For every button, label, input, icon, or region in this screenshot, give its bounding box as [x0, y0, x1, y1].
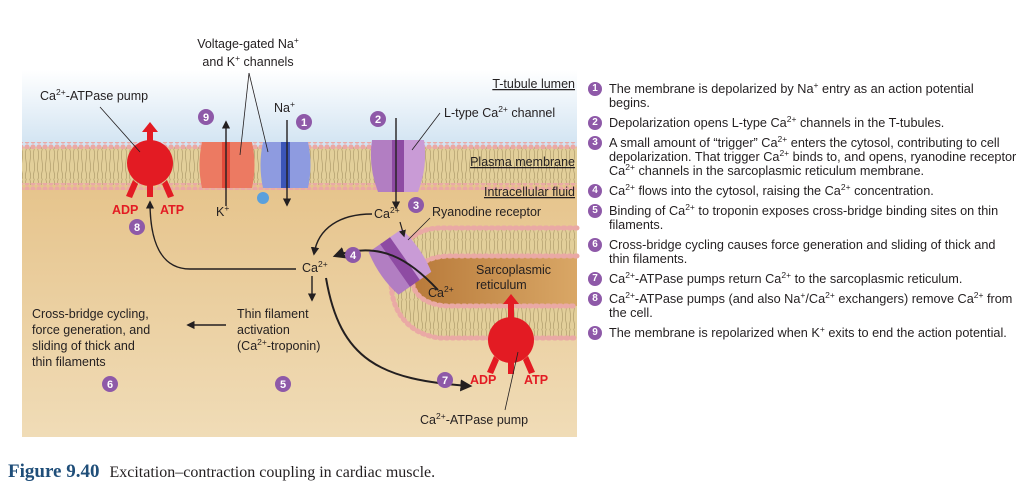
step-list: 1 The membrane is depolarized by Na+ entr…: [588, 79, 1018, 346]
step-item-8: 8 Ca2+-ATPase pumps (and also Na+/Ca2+ ex…: [588, 289, 1018, 320]
cross-bridge-label-1: Cross-bridge cycling,: [32, 307, 149, 321]
na-label: Na+: [274, 99, 295, 115]
ca-atpase-pump-plasma: [126, 122, 174, 198]
atp-label-top: ATP: [160, 203, 184, 217]
step-text: A small amount of “trigger” Ca2+ enters …: [609, 133, 1017, 178]
step-number-badge: 4: [588, 184, 602, 198]
ca-trigger-to-cytosol-arrow: [310, 213, 373, 256]
step-text: Ca2+-ATPase pumps (and also Na+/Ca2+ exc…: [609, 289, 1013, 320]
step-item-6: 6 Cross-bridge cycling causes force gener…: [588, 238, 1018, 266]
svg-text:9: 9: [203, 112, 209, 124]
sarcoplasmic-label-2: reticulum: [476, 278, 527, 292]
step-badge-6: 6: [102, 376, 118, 392]
channel-leader-k: [239, 72, 250, 156]
channel-leader-na: [248, 72, 269, 153]
t-tubule-lumen-region: [22, 70, 577, 150]
step-item-3: 3 A small amount of “trigger” Ca2+ enters…: [588, 133, 1018, 178]
svg-text:7: 7: [442, 375, 448, 387]
step-text: The membrane is depolarized by Na+ entry…: [609, 79, 974, 110]
thin-filament-label-1: Thin filament: [237, 307, 309, 321]
step-badge-9: 9: [198, 109, 214, 125]
step-number-badge: 8: [588, 292, 602, 306]
svg-text:2: 2: [375, 114, 381, 126]
thin-filament-label-3: (Ca2+-troponin): [237, 337, 320, 353]
cross-bridge-label-4: thin filaments: [32, 355, 106, 369]
ca-cytosol-label: Ca2+: [302, 259, 328, 275]
step-text: Ca2+-ATPase pumps return Ca2+ to the sar…: [609, 269, 963, 286]
step-text: Cross-bridge cycling causes force genera…: [609, 238, 996, 266]
k-label: K+: [216, 203, 229, 219]
figure-number: Figure 9.40: [8, 461, 100, 482]
ca-atpase-top-leader: [99, 106, 141, 153]
step-badge-1: 1: [296, 114, 312, 130]
svg-text:5: 5: [280, 379, 286, 391]
sr-pump-leader: [504, 351, 519, 411]
adp-label-sr: ADP: [470, 373, 496, 387]
svg-text:8: 8: [134, 222, 140, 234]
atp-label-sr: ATP: [524, 373, 548, 387]
sarcoplasmic-reticulum: [388, 225, 580, 341]
intracellular-fluid-label: Intracellular fluid: [484, 185, 575, 199]
step-item-9: 9 The membrane is repolarized when K+ exi…: [588, 323, 1018, 340]
step-number-badge: 9: [588, 326, 602, 340]
step-text: Ca2+ flows into the cytosol, raising the…: [609, 181, 934, 198]
svg-text:1: 1: [301, 117, 307, 129]
step-number-badge: 3: [588, 136, 602, 150]
step-text: The membrane is repolarized when K+ exit…: [609, 323, 1007, 340]
figure-caption: Figure 9.40 Excitation–contraction coupl…: [8, 461, 435, 483]
adp-label-top: ADP: [112, 203, 138, 217]
figure-caption-text: Excitation–contraction coupling in cardi…: [109, 464, 436, 481]
ryanodine-receptor-label: Ryanodine receptor: [432, 205, 541, 219]
t-tubule-lumen-label: T-tubule lumen: [492, 77, 575, 91]
svg-text:4: 4: [350, 250, 357, 262]
ca-atpase-pump-label-top: Ca2+-ATPase pump: [40, 87, 148, 103]
k-channel: [199, 142, 255, 188]
step-badge-3: 3: [408, 197, 424, 213]
step-number-badge: 5: [588, 204, 602, 218]
ca-to-pump8-arrow: [145, 200, 296, 270]
ca-atpase-pump-label-sr: Ca2+-ATPase pump: [420, 411, 528, 427]
step-item-2: 2 Depolarization opens L-type Ca2+ channe…: [588, 113, 1018, 130]
step-number-badge: 1: [588, 82, 602, 96]
l-type-ca-channel: [370, 140, 426, 192]
step-number-badge: 7: [588, 272, 602, 286]
l-type-leader: [411, 112, 441, 151]
sarcoplasmic-label-1: Sarcoplasmic: [476, 263, 551, 277]
step-text: Depolarization opens L-type Ca2+ channel…: [609, 113, 945, 130]
step-item-1: 1 The membrane is depolarized by Na+ entr…: [588, 79, 1018, 110]
ryanodine-receptor: [368, 229, 432, 295]
cross-bridge-label-2: force generation, and: [32, 323, 150, 337]
voltage-gated-label-2: and K+ channels: [202, 53, 293, 69]
step-item-5: 5 Binding of Ca2+ to troponin exposes cro…: [588, 201, 1018, 232]
step-number-badge: 6: [588, 238, 602, 252]
thin-filament-label-2: activation: [237, 323, 290, 337]
step-badge-8: 8: [129, 219, 145, 235]
step-text: Binding of Ca2+ to troponin exposes cros…: [609, 201, 999, 232]
ryanodine-leader: [407, 217, 431, 241]
step-item-7: 7 Ca2+-ATPase pumps return Ca2+ to the sa…: [588, 269, 1018, 286]
l-type-channel-label: L-type Ca2+ channel: [444, 104, 555, 120]
cross-bridge-label-3: sliding of thick and: [32, 339, 135, 353]
step-number-badge: 2: [588, 116, 602, 130]
na-channel: [257, 142, 311, 204]
step-badge-2: 2: [370, 111, 386, 127]
voltage-gated-label: Voltage-gated Na+: [197, 35, 299, 51]
trigger-to-ryr-arrow: [398, 221, 406, 238]
ca-trigger-label: Ca2+: [374, 205, 400, 221]
svg-text:3: 3: [413, 200, 419, 212]
ca-sr-label: Ca2+: [428, 284, 454, 300]
svg-text:6: 6: [107, 379, 113, 391]
step-badge-5: 5: [275, 376, 291, 392]
step-badge-7: 7: [437, 372, 453, 388]
step-item-4: 4 Ca2+ flows into the cytosol, raising th…: [588, 181, 1018, 198]
step-badge-4: 4: [345, 247, 361, 263]
ca-atpase-pump-sr: [487, 294, 535, 374]
plasma-membrane-label: Plasma membrane: [470, 155, 575, 169]
